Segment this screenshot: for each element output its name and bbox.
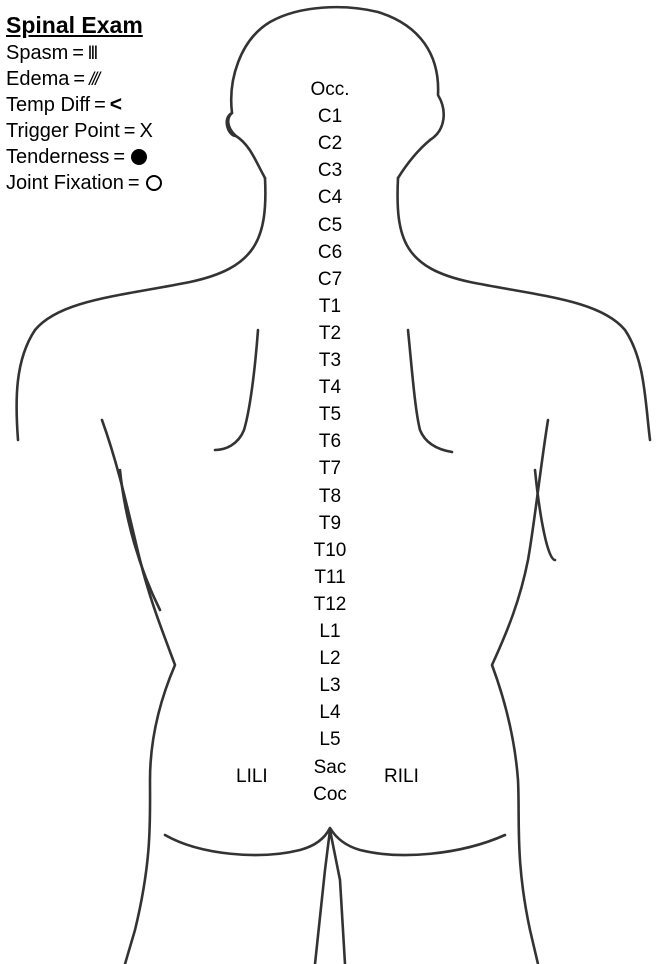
vertebra-label: L1	[290, 621, 370, 643]
vertebra-label: L4	[290, 702, 370, 724]
legend-label: Joint Fixation	[6, 170, 124, 196]
vertebra-label: T6	[290, 431, 370, 453]
legend-edema: Edema= ///	[6, 66, 236, 92]
vertebra-label: T8	[290, 486, 370, 508]
vertebra-label: C2	[290, 133, 370, 155]
edema-icon: ///	[89, 66, 98, 92]
vertebra-label: C5	[290, 215, 370, 237]
legend: Spinal Exam Spasm= lll Edema= /// Temp D…	[6, 10, 236, 196]
right-shoulder-arm	[398, 178, 650, 440]
vertebra-label: Occ.	[290, 79, 370, 101]
temp-diff-icon: <	[110, 92, 122, 118]
vertebra-label: T5	[290, 404, 370, 426]
filled-dot-icon	[131, 149, 147, 165]
open-circle-icon	[146, 175, 162, 191]
vertebra-label: L2	[290, 648, 370, 670]
legend-label: Trigger Point	[6, 118, 120, 144]
legend-title: Spinal Exam	[6, 10, 236, 40]
legend-label: Edema	[6, 66, 69, 92]
vertebra-label: L5	[290, 729, 370, 751]
vertebra-label: C7	[290, 269, 370, 291]
vertebra-label: T11	[290, 567, 370, 589]
right-ili-label: RILI	[384, 766, 419, 788]
legend-label: Spasm	[6, 40, 68, 66]
vertebra-label: T12	[290, 594, 370, 616]
vertebra-label: T1	[290, 296, 370, 318]
vertebra-label: T2	[290, 323, 370, 345]
vertebra-label: C3	[290, 160, 370, 182]
vertebra-label: T4	[290, 377, 370, 399]
left-scapula	[215, 330, 258, 450]
left-shoulder-arm	[17, 178, 266, 440]
left-arm-inner	[120, 470, 160, 610]
vertebra-label: Sac	[290, 757, 370, 779]
gluteal-cleft	[315, 830, 345, 964]
trigger-point-icon: X	[139, 118, 152, 144]
legend-temp-diff: Temp Diff= <	[6, 92, 236, 118]
vertebra-label: Coc	[290, 784, 370, 806]
legend-label: Temp Diff	[6, 92, 90, 118]
vertebra-label: C4	[290, 187, 370, 209]
legend-joint-fixation: Joint Fixation=	[6, 170, 236, 196]
legend-trigger-point: Trigger Point= X	[6, 118, 236, 144]
vertebra-label: T9	[290, 513, 370, 535]
left-torso	[102, 420, 175, 964]
legend-tenderness: Tenderness=	[6, 144, 236, 170]
vertebra-label: C1	[290, 106, 370, 128]
vertebra-label: L3	[290, 675, 370, 697]
right-scapula	[408, 330, 452, 452]
left-ili-label: LILI	[236, 766, 268, 788]
legend-label: Tenderness	[6, 144, 109, 170]
vertebra-label: C6	[290, 242, 370, 264]
vertebra-label: T7	[290, 458, 370, 480]
vertebra-label: T3	[290, 350, 370, 372]
spasm-icon: lll	[88, 40, 97, 66]
vertebra-label: T10	[290, 540, 370, 562]
legend-spasm: Spasm= lll	[6, 40, 236, 66]
